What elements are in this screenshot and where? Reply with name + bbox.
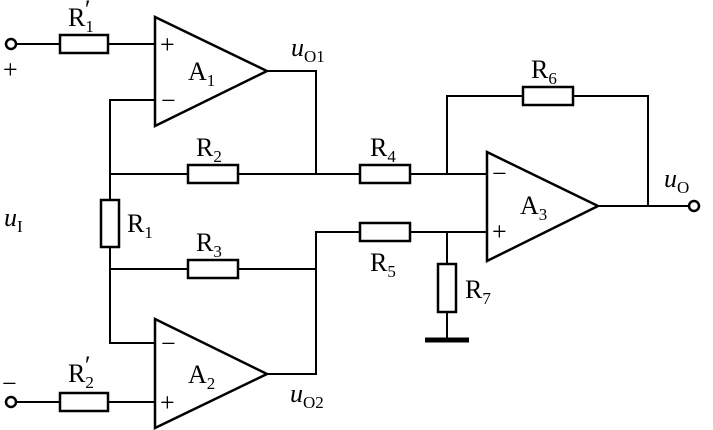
label-a3: A3 <box>520 191 547 224</box>
resistors <box>58 33 575 413</box>
terminals <box>4 37 701 409</box>
label-r2: R2 <box>196 133 222 166</box>
input-minus-sign: − <box>2 369 17 398</box>
wire-r6-right <box>572 95 649 207</box>
pin-signs: + − − + − + + − <box>2 30 507 417</box>
resistor-r7 <box>436 262 458 314</box>
label-r7: R7 <box>465 275 491 308</box>
resistor-r6 <box>521 85 575 107</box>
resistor-r5 <box>358 221 412 243</box>
resistor-r1p <box>58 33 110 55</box>
label-uo1: uO1 <box>291 33 325 66</box>
component-labels: R1′ R2′ R1 R2 R3 R4 R5 R6 R7 A1 A2 A3 <box>68 0 557 393</box>
opamp-a1 <box>153 15 270 129</box>
a1-minus-pin: − <box>161 86 176 115</box>
op-amps <box>153 15 601 430</box>
terminal-input-plus <box>4 37 18 51</box>
input-plus-sign: + <box>3 55 18 84</box>
a3-plus-pin: + <box>492 217 507 246</box>
opamp-a2 <box>153 316 270 430</box>
wire-a1-minus-bus <box>109 99 156 201</box>
wire-a2-minus-bus <box>109 246 156 344</box>
resistor-r2 <box>186 163 240 185</box>
a2-plus-pin: + <box>160 388 175 417</box>
resistor-r4 <box>358 163 412 185</box>
label-a1: A1 <box>188 57 215 90</box>
a3-minus-pin: − <box>492 159 507 188</box>
wire-uo1 <box>266 70 317 175</box>
wire-r6-left <box>446 95 524 175</box>
terminal-output <box>687 199 701 213</box>
label-r4: R4 <box>370 133 396 166</box>
resistor-r3 <box>186 258 240 280</box>
label-r3: R3 <box>196 228 222 261</box>
terminal-input-minus <box>4 395 18 409</box>
label-r2p: R2′ <box>68 351 94 392</box>
label-ui: uI <box>4 203 23 236</box>
label-r6: R6 <box>531 55 557 88</box>
label-r1p: R1′ <box>68 0 94 36</box>
label-uo2: uO2 <box>290 379 324 412</box>
label-r5: R5 <box>370 248 396 281</box>
opamp-a3 <box>485 150 601 264</box>
a1-plus-pin: + <box>160 30 175 59</box>
signal-labels: uO1 uO2 uO uI <box>4 33 689 412</box>
a2-minus-pin: − <box>161 329 176 358</box>
label-a2: A2 <box>188 360 215 393</box>
wire-uo2 <box>266 231 361 375</box>
label-r1: R1 <box>127 209 153 242</box>
resistor-r2p <box>58 391 110 413</box>
resistor-r1 <box>99 198 121 249</box>
label-uo: uO <box>664 164 689 197</box>
wires <box>16 43 690 403</box>
